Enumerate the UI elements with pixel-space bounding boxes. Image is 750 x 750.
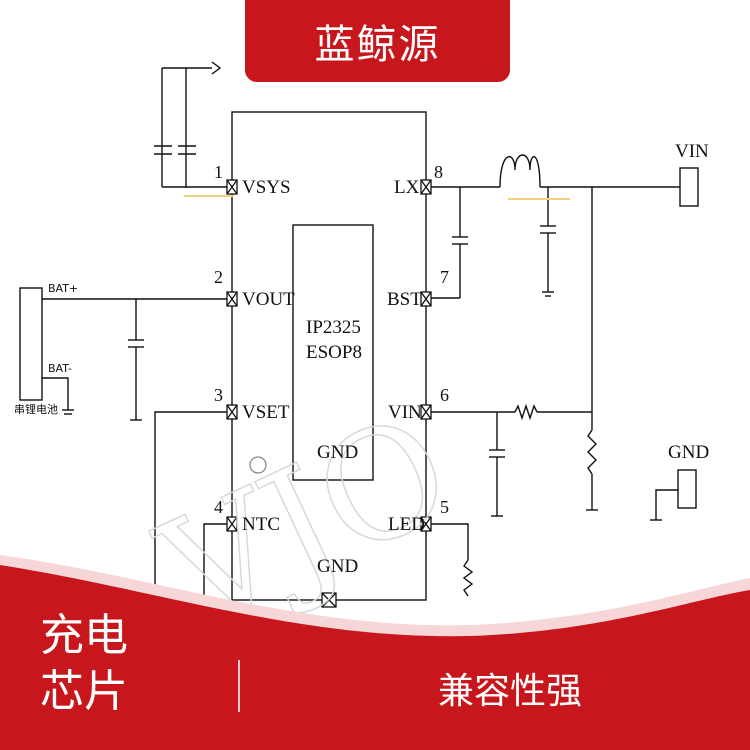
brand-name: 蓝鲸源	[314, 22, 441, 68]
pin-5-number: 5	[440, 497, 449, 517]
pin-7-number: 7	[440, 267, 449, 287]
footer-divider	[238, 660, 240, 712]
footer-band	[0, 565, 750, 750]
pin-1-number: 1	[214, 162, 223, 182]
pin-6-number: 6	[440, 385, 449, 405]
brand-banner: 蓝鲸源	[245, 0, 510, 82]
pin-2-number: 2	[214, 267, 223, 287]
chip-inner-gnd: GND	[317, 442, 359, 463]
gnd-label: GND	[668, 442, 710, 463]
ic-inner-box	[292, 224, 374, 481]
vin-connector	[679, 167, 699, 207]
product-line-2: 芯片	[40, 666, 128, 717]
pin-markers	[226, 179, 432, 608]
feature-text: 兼容性强	[437, 671, 582, 712]
battery-minus-label: BAT-	[48, 362, 72, 375]
pin-4-name: NTC	[242, 514, 280, 535]
pin-6-name: VIN	[388, 402, 422, 423]
pin-2-name: VOUT	[242, 289, 295, 310]
pin-3-number: 3	[214, 385, 223, 405]
gnd-connector	[677, 469, 697, 509]
pin-5-name: LED	[388, 514, 425, 535]
vin-label: VIN	[675, 141, 709, 162]
battery-cell	[19, 287, 43, 401]
pin-7-name: BST	[387, 289, 422, 310]
chip-part-number: IP2325	[306, 317, 361, 338]
pin-8-number: 8	[434, 162, 443, 182]
battery-plus-label: BAT+	[48, 282, 79, 295]
pin-3-name: VSET	[242, 402, 290, 423]
product-title: 充电 芯片	[40, 608, 160, 720]
chip-package: ESOP8	[306, 342, 362, 363]
pin-1-name: VSYS	[242, 177, 291, 198]
product-line-1: 充电	[40, 610, 128, 661]
pin-4-number: 4	[214, 497, 223, 517]
pin-8-name: LX	[394, 177, 420, 198]
battery-label: 串锂电池	[14, 403, 58, 416]
chip-bottom-gnd: GND	[317, 556, 359, 577]
